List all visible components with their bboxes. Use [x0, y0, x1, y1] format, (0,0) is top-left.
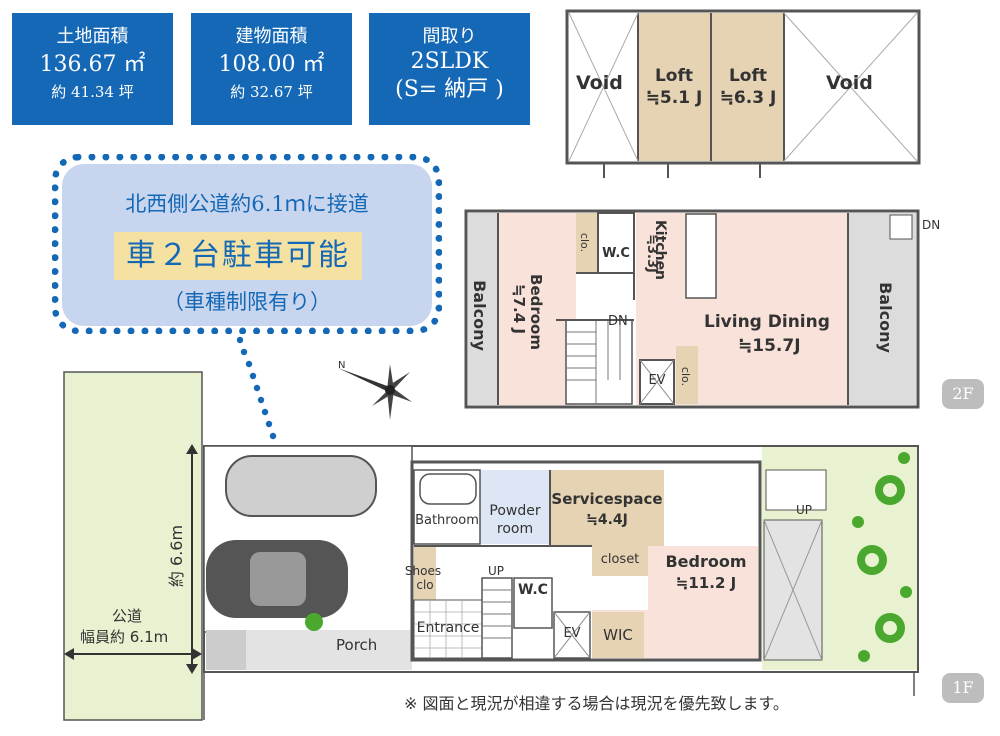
powder-room-label: Powder room — [489, 503, 541, 537]
living-dining-size: ≒15.7J — [738, 336, 801, 356]
land-area-value: 136.67 ㎡ — [39, 52, 146, 77]
wic-label: WIC — [603, 626, 633, 644]
clo-2f — [576, 213, 598, 273]
land-area-tsubo: 約 41.34 坪 — [51, 83, 134, 101]
road-width-label: 幅員約 6.1m — [80, 628, 169, 646]
wc-2f — [597, 212, 635, 274]
closet-1f — [592, 546, 648, 576]
floor-badge-2f: 2F — [942, 379, 984, 409]
disclaimer-note: ※ 図面と現況が相違する場合は現況を優先致します。 — [404, 694, 789, 713]
servicespace-size: ≒4.4J — [586, 512, 628, 528]
svg-text:N: N — [338, 360, 345, 371]
second-floor-plan — [464, 209, 920, 409]
clo-2f-label: clo. — [578, 232, 592, 253]
building-area-value: 108.00 ㎡ — [218, 52, 325, 77]
loft1-label: Loft — [654, 66, 694, 86]
clo-2f-b — [676, 346, 698, 404]
bathroom-label: Bathroom — [415, 513, 479, 528]
wc-2f-label: W.C — [602, 246, 630, 261]
void-right-label: Void — [826, 72, 873, 94]
dn-outside-label: DN — [922, 218, 941, 232]
layout-note: (S= 納戸 ) — [395, 77, 504, 102]
callout-dotted-border — [52, 154, 442, 334]
void-left-label: Void — [576, 72, 623, 94]
stairs-1f — [481, 577, 513, 659]
loft1-size: ≒5.1 J — [645, 88, 703, 108]
car-icon-1 — [225, 455, 377, 517]
compass-icon — [338, 364, 412, 420]
closet-1f-label: closet — [600, 552, 640, 567]
clo-2f-b-label: clo. — [679, 366, 693, 387]
parking-callout: 北西側公道約6.1ｍに接道 車２台駐車可能 （車種制限有り） — [62, 164, 432, 326]
land-area-box: 土地面積 136.67 ㎡ 約 41.34 坪 — [12, 13, 173, 125]
kitchen-size: ≒3.3J — [643, 234, 659, 273]
shoes-clo-label: clo — [416, 578, 434, 592]
balcony-right — [848, 213, 916, 405]
powder-room — [480, 470, 550, 544]
kitchen-counter — [685, 213, 717, 299]
first-floor-plan — [63, 371, 919, 721]
parking-restriction-text: （車種制限有り） — [163, 290, 331, 314]
bedroom-2f — [498, 213, 576, 405]
bedroom-2f-label: Bedroom — [526, 274, 545, 350]
porch-area — [246, 630, 412, 670]
dn-stair-label: DN — [608, 314, 628, 329]
ev-2f-label: EV — [648, 373, 666, 388]
parking-highlight: 車２台駐車可能 — [114, 232, 362, 280]
building-area-box: 建物面積 108.00 ㎡ 約 32.67 坪 — [191, 13, 352, 125]
bedroom-1f-label: Bedroom — [665, 552, 747, 571]
balcony-left — [468, 213, 498, 405]
layout-box: 間取り 2SLDK (S= 納戸 ) — [369, 13, 530, 125]
bedroom-1f-size: ≒11.2 J — [675, 574, 737, 592]
building-area-title: 建物面積 — [235, 26, 308, 47]
loft2-label: Loft — [728, 66, 768, 86]
floor-badge-1f: 1F — [942, 673, 984, 703]
road-label: 公道 — [112, 607, 143, 625]
porch-label: Porch — [336, 636, 378, 654]
road-area — [63, 371, 203, 721]
servicespace — [550, 470, 664, 546]
up-stair-label: UP — [488, 564, 505, 578]
wc-1f-label: W.C — [518, 582, 548, 598]
wc-1f — [513, 577, 553, 629]
layout-value: 2SLDK — [410, 49, 489, 74]
shoes-label: Shoes — [404, 564, 442, 578]
ev-1f-label: EV — [563, 626, 581, 641]
servicespace-label: Servicespace — [551, 490, 663, 508]
layout-title: 間取り — [422, 26, 477, 47]
balcony-left-label: Balcony — [469, 280, 489, 351]
land-area-title: 土地面積 — [56, 26, 129, 47]
building-area-tsubo: 約 32.67 坪 — [230, 83, 313, 101]
callout-pointer — [236, 336, 277, 440]
loft-floor-plan — [565, 9, 921, 178]
entrance-label: Entrance — [416, 620, 480, 636]
road-frontage-text: 北西側公道約6.1ｍに接道 — [125, 192, 369, 216]
loft2-size: ≒6.3 J — [719, 88, 777, 108]
living-dining-label: Living Dining — [704, 312, 830, 332]
bedroom-2f-size: ≒7.4 J — [509, 284, 528, 334]
site-depth-label: 約 6.6m — [167, 524, 187, 588]
balcony-right-label: Balcony — [875, 282, 895, 353]
up-outside-label: UP — [796, 503, 813, 517]
wic — [592, 612, 644, 658]
